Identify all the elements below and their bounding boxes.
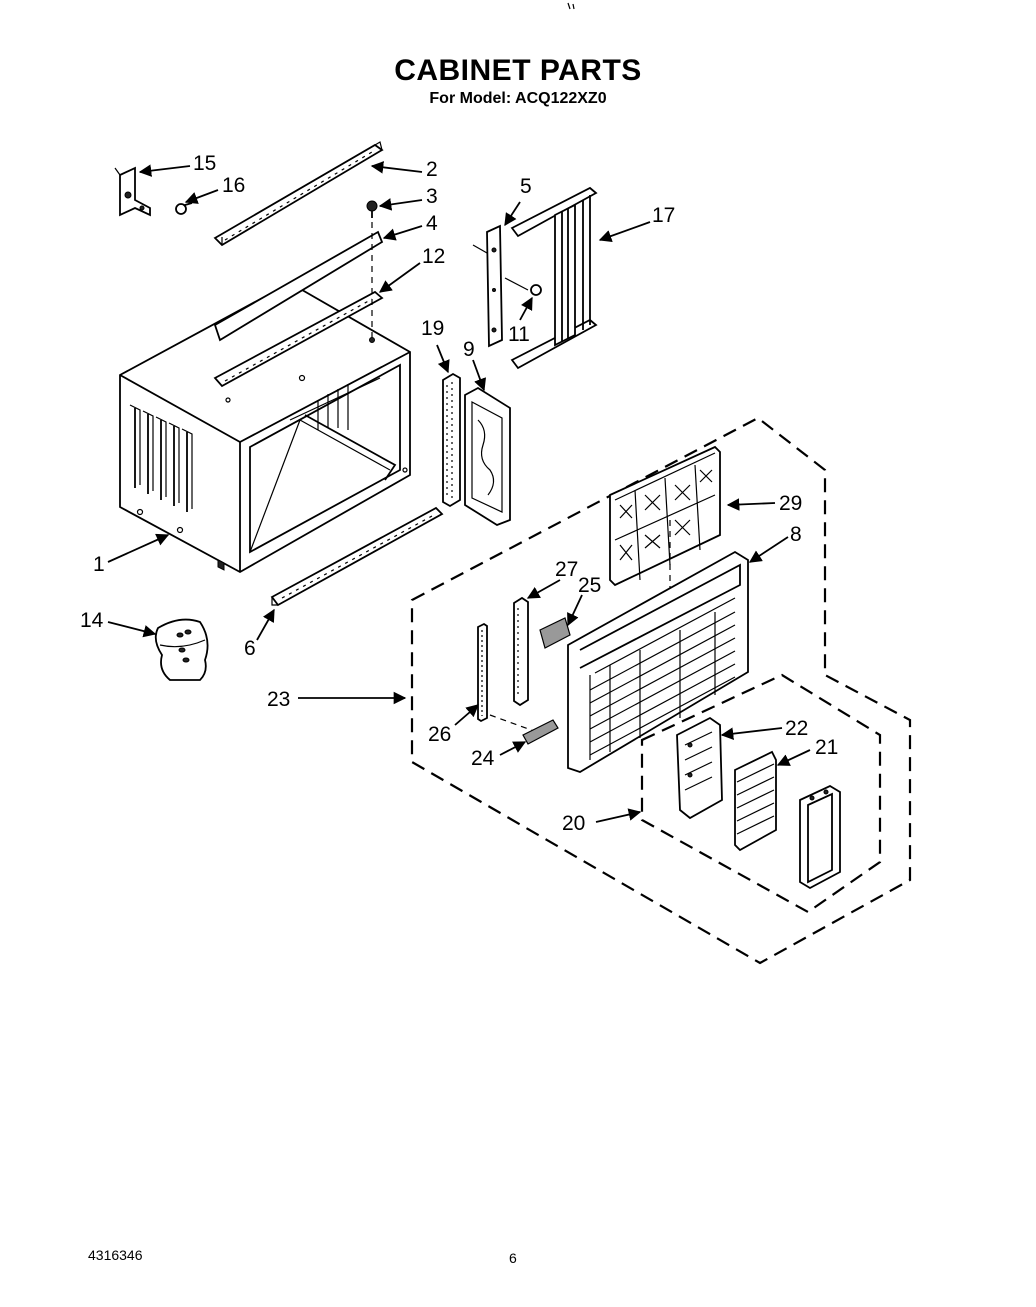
arrow-icon <box>378 262 421 293</box>
callout-17: 17 <box>652 204 675 227</box>
callout-22: 22 <box>785 717 808 740</box>
leader-lines <box>107 161 811 823</box>
callout-16: 16 <box>222 174 245 197</box>
callout-3: 3 <box>426 185 438 208</box>
arrow-icon <box>370 161 423 174</box>
callout-24: 24 <box>471 747 495 770</box>
arrow-icon <box>256 608 275 641</box>
arrow-icon <box>720 727 783 740</box>
arrow-icon <box>138 164 191 177</box>
louver-kit-outline <box>640 673 882 914</box>
arrow-icon <box>184 189 219 204</box>
arrow-icon <box>107 533 170 563</box>
support-bar <box>213 230 384 342</box>
seal-strip <box>442 372 461 508</box>
callout-21: 21 <box>815 736 838 759</box>
vertical-seal-strip <box>513 596 529 707</box>
arrow-icon <box>726 498 776 511</box>
cabinet-wrapper <box>119 281 411 574</box>
document-number: 4316346 <box>88 1247 143 1263</box>
callout-20: 20 <box>562 812 585 835</box>
thin-seal-strip <box>477 622 546 736</box>
side-rail <box>213 290 384 388</box>
callout-8: 8 <box>790 523 802 546</box>
callout-19: 19 <box>421 317 444 340</box>
callout-6: 6 <box>244 637 256 660</box>
callout-27: 27 <box>555 558 578 581</box>
mounting-bracket <box>114 166 193 217</box>
callout-23: 23 <box>267 688 290 711</box>
arrow-icon <box>499 741 527 756</box>
model-subtitle: For Model: ACQ122XZ0 <box>429 90 607 107</box>
small-seal-block <box>522 719 559 745</box>
front-panel <box>567 550 749 773</box>
arrow-icon <box>526 579 561 599</box>
arrow-icon <box>776 749 811 766</box>
louver-blades <box>734 750 777 852</box>
front-kit-outline <box>410 416 912 965</box>
arrow-icon <box>472 359 487 392</box>
callout-5: 5 <box>520 175 532 198</box>
arrow-icon <box>504 201 521 227</box>
louver-housing <box>799 784 841 890</box>
bottom-rail <box>270 506 444 607</box>
arrow-icon <box>454 704 479 726</box>
side-curtain-assembly <box>472 186 598 370</box>
arrow-icon <box>436 344 450 374</box>
callout-25: 25 <box>578 574 601 597</box>
foam-pad <box>539 617 571 649</box>
callout-26: 26 <box>428 723 451 746</box>
callout-15: 15 <box>193 152 216 175</box>
air-filter <box>609 445 721 600</box>
gasket-panel <box>464 386 511 527</box>
callout-1: 1 <box>93 553 105 576</box>
callout-2: 2 <box>426 158 438 181</box>
callout-14: 14 <box>80 609 104 632</box>
louver-frame <box>676 716 723 820</box>
arrow-icon <box>567 594 583 627</box>
arrow-icon <box>378 198 423 211</box>
arrow-icon <box>598 221 651 243</box>
top-rail <box>213 141 384 247</box>
screw <box>366 200 378 343</box>
callout-9: 9 <box>463 338 475 361</box>
arrow-icon <box>519 296 533 321</box>
page-number: 6 <box>509 1250 517 1266</box>
arrow-icon <box>595 808 642 823</box>
page-title: CABINET PARTS <box>394 54 642 87</box>
arrow-icon <box>748 536 789 563</box>
callout-11: 11 <box>508 323 530 346</box>
callout-29: 29 <box>779 492 802 515</box>
callout-12: 12 <box>422 245 445 268</box>
arrow-icon <box>382 225 423 241</box>
hardware-pack <box>154 618 209 681</box>
callout-4: 4 <box>426 212 438 235</box>
arrow-icon <box>107 621 157 638</box>
